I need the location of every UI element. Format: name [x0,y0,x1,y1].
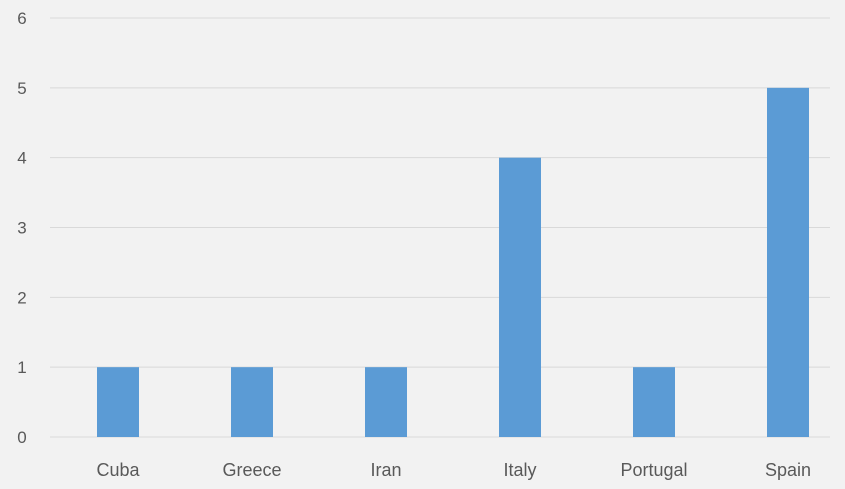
y-tick-label-5: 5 [17,79,26,98]
y-tick-label-2: 2 [17,288,26,307]
x-tick-label-greece: Greece [222,460,281,480]
x-tick-label-portugal: Portugal [620,460,687,480]
y-tick-label-0: 0 [17,428,26,447]
x-tick-label-cuba: Cuba [96,460,140,480]
x-tick-label-iran: Iran [370,460,401,480]
bar-iran [365,367,407,437]
bar-cuba [97,367,139,437]
y-tick-label-3: 3 [17,219,26,238]
bars [97,87,809,437]
y-tick-label-1: 1 [17,358,26,377]
x-axis-category-labels: Cuba Greece Iran Italy Portugal Spain [96,460,811,480]
x-tick-label-italy: Italy [503,460,536,480]
y-tick-label-4: 4 [17,149,26,168]
bar-portugal [633,367,675,437]
bar-spain [767,87,809,437]
bar-italy [499,157,541,437]
y-axis-tick-labels: 0 1 2 3 4 5 6 [17,9,26,447]
y-tick-label-6: 6 [17,9,26,28]
bar-greece [231,367,273,437]
x-tick-label-spain: Spain [765,460,811,480]
gridlines [50,17,830,438]
